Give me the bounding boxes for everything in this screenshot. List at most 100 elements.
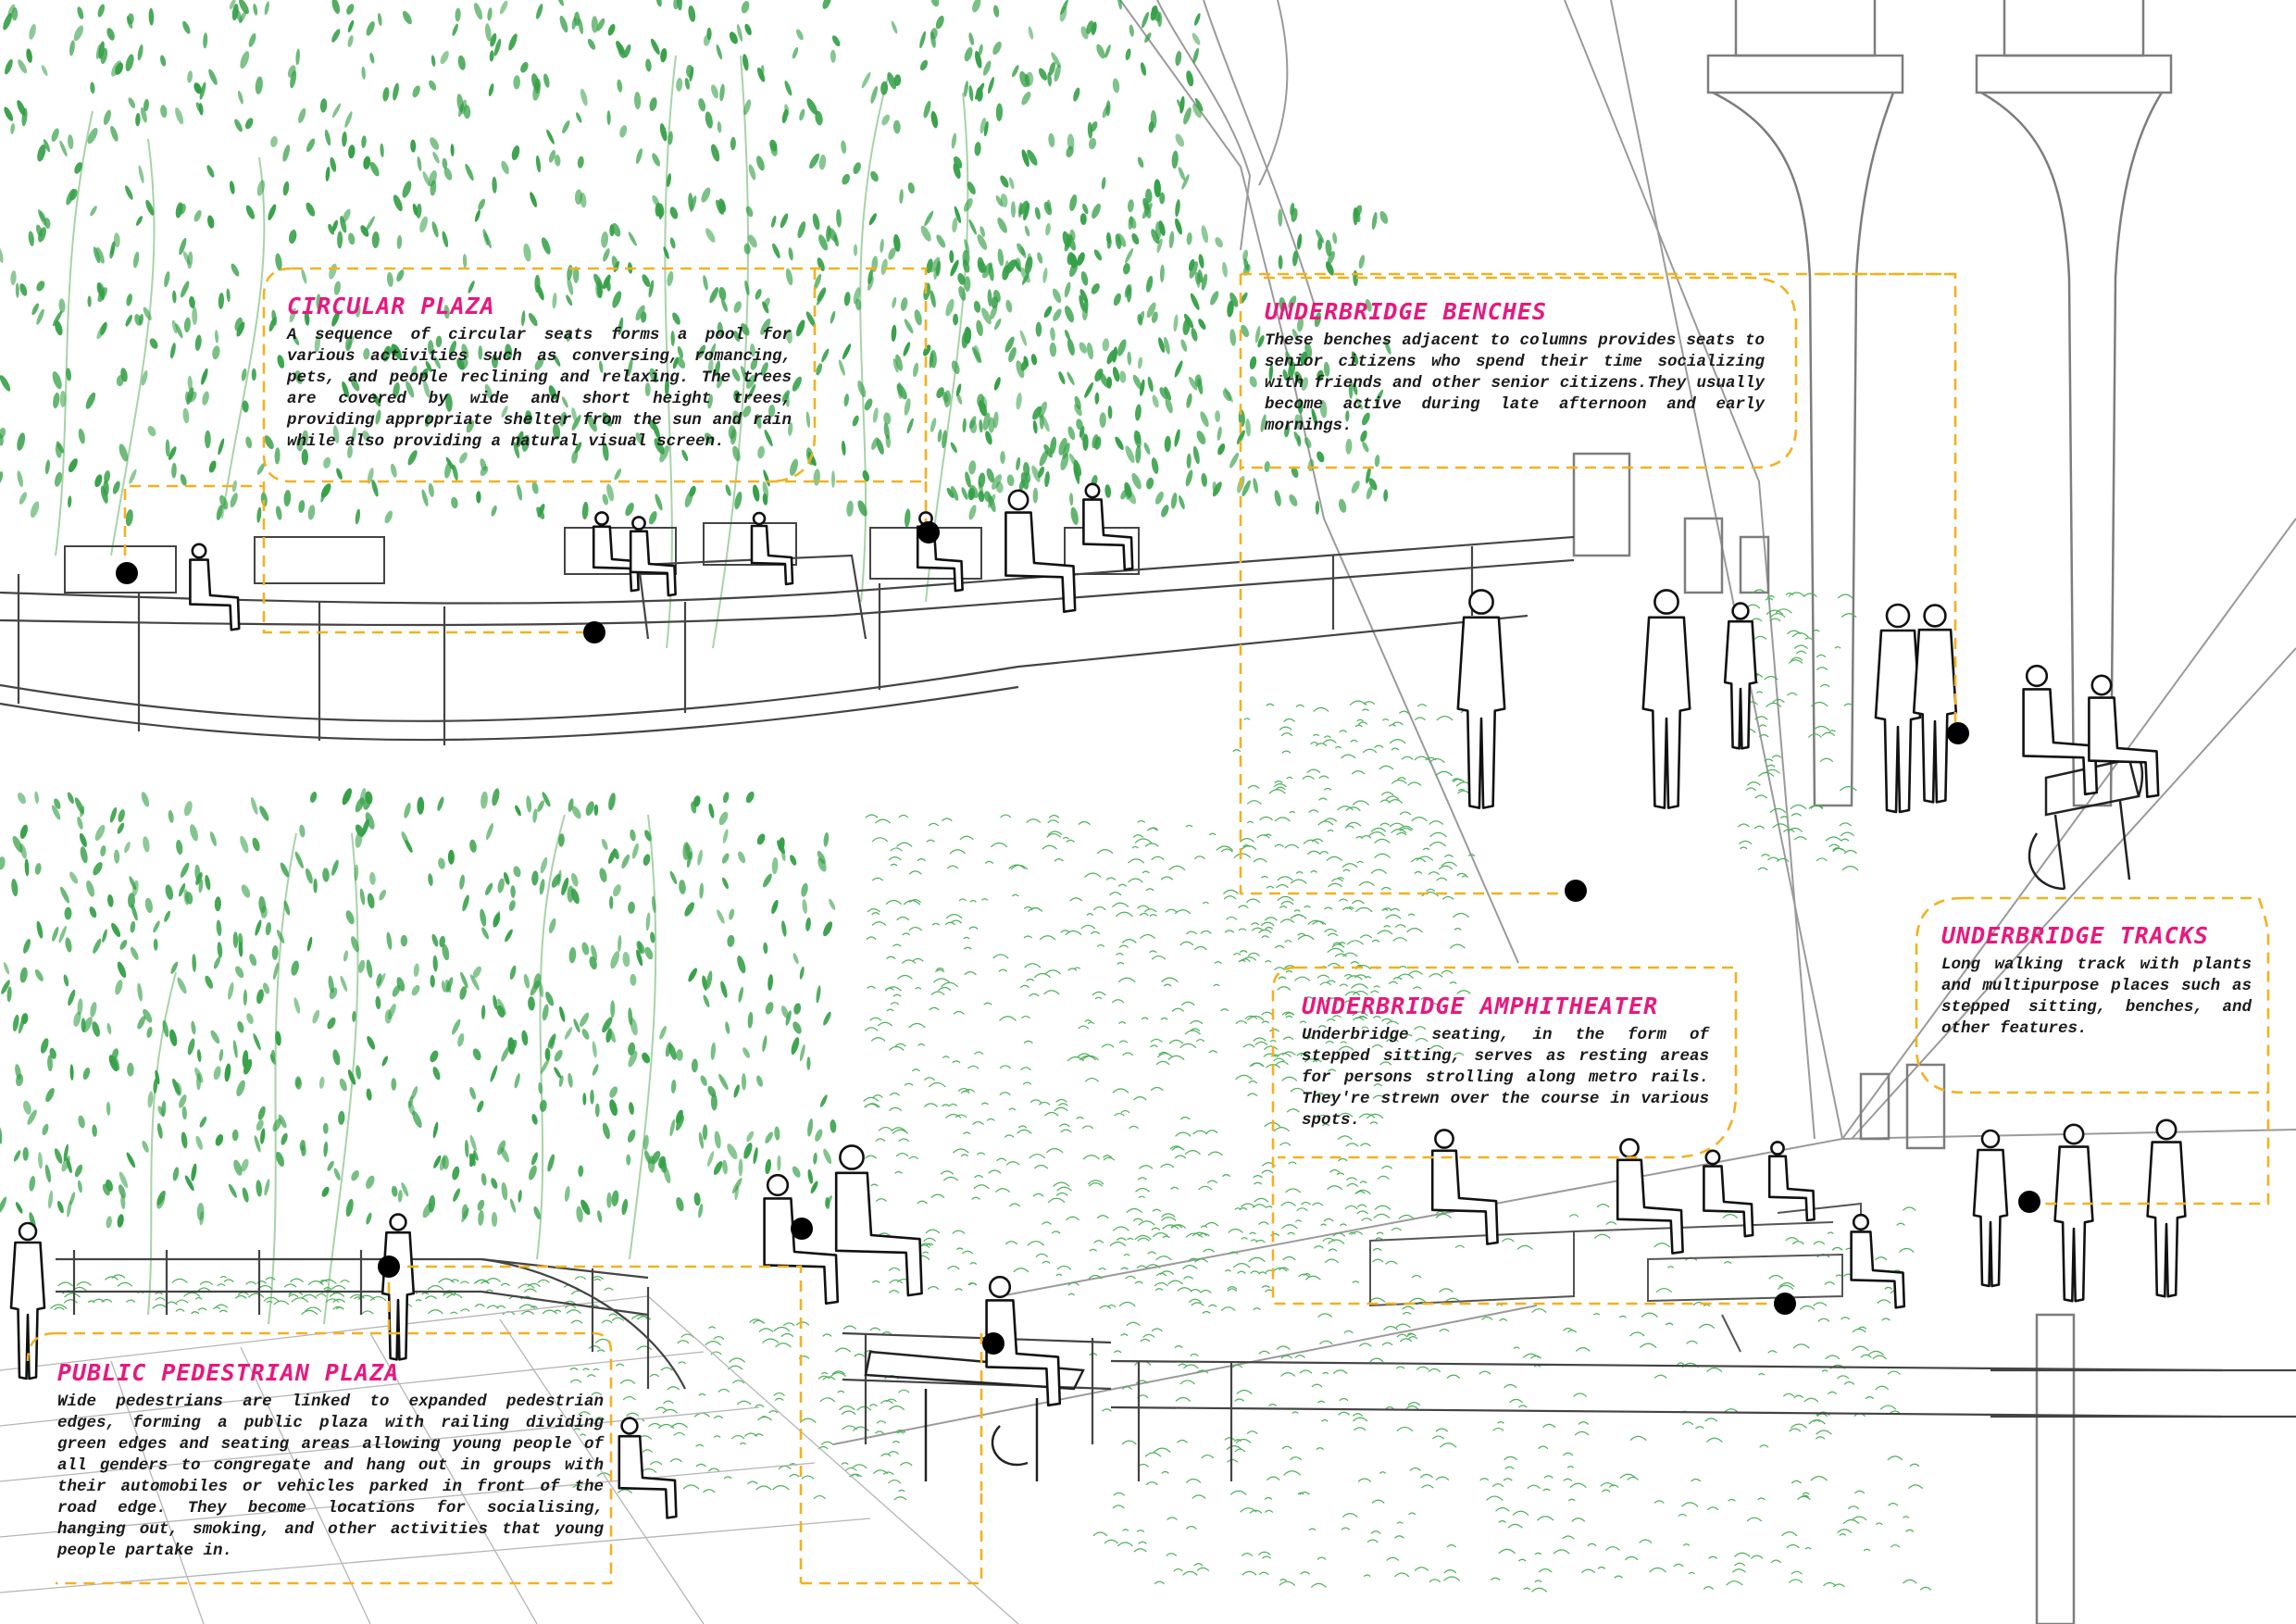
leaf-mark: [655, 0, 662, 7]
leaf-mark: [561, 396, 568, 408]
leaf-mark: [100, 485, 108, 504]
leaf-mark: [963, 198, 973, 212]
leaf-mark: [344, 111, 353, 128]
leaf-mark: [452, 464, 458, 481]
leaf-mark: [3, 12, 13, 31]
leaf-mark: [451, 496, 458, 509]
leaf-mark: [189, 391, 197, 403]
leaf-mark: [1091, 283, 1100, 294]
leaf-mark: [645, 58, 652, 72]
leaf-mark: [206, 165, 215, 178]
leaf-mark: [771, 215, 777, 228]
leaf-mark: [710, 144, 720, 162]
leaf-mark: [511, 145, 520, 161]
leaf-mark: [348, 144, 356, 159]
leaf-mark: [885, 434, 892, 448]
leaf-mark: [274, 447, 281, 465]
leaf-mark: [728, 425, 736, 440]
leaf-mark: [975, 82, 985, 100]
leaf-mark: [1080, 270, 1089, 286]
leaf-mark: [781, 108, 789, 124]
leaf-mark: [187, 375, 193, 391]
marker-dots: [116, 521, 2040, 1355]
leaf-mark: [606, 483, 615, 502]
leaf-mark: [644, 382, 651, 397]
leaf-mark: [424, 414, 431, 428]
leaf-mark: [35, 224, 43, 237]
leaf-mark: [707, 394, 713, 409]
leaf-mark: [659, 123, 668, 142]
leaf-mark: [1030, 354, 1038, 366]
leaf-mark: [814, 273, 822, 291]
leaf-mark: [402, 10, 412, 25]
callout-body: Wide pedestrians are linked to expanded …: [57, 1393, 604, 1560]
leaf-mark: [298, 107, 306, 124]
callout-underbridge-tracks: UNDERBRIDGE TRACKS Long walking track wi…: [1941, 922, 2252, 1040]
leaf-mark: [66, 368, 71, 381]
leaf-mark: [113, 232, 120, 248]
leaf-mark: [716, 44, 722, 60]
leaf-mark: [1159, 192, 1166, 205]
leaf-mark: [818, 154, 827, 170]
leaf-mark: [28, 231, 34, 246]
leaf-mark: [836, 208, 842, 228]
leaf-mark: [420, 368, 429, 379]
leaf-mark: [145, 199, 155, 216]
leaf-mark: [587, 38, 596, 50]
leaf-mark: [853, 287, 861, 305]
leaf-mark: [193, 209, 202, 222]
leaf-mark: [444, 462, 452, 479]
leaf-mark: [602, 412, 613, 427]
leaf-mark: [968, 460, 977, 475]
leaf-mark: [270, 136, 278, 147]
leaf-mark: [410, 139, 417, 153]
leaf-mark: [331, 219, 338, 232]
leaf-mark: [94, 474, 103, 488]
leaf-mark: [478, 198, 486, 210]
leaf-mark: [852, 415, 859, 427]
leaf-mark: [541, 237, 551, 255]
leaf-mark: [536, 4, 543, 19]
leaf-mark: [165, 439, 170, 457]
leaf-mark: [1060, 0, 1068, 15]
leaf-mark: [411, 365, 418, 377]
leaf-mark: [880, 258, 888, 275]
leaf-mark: [323, 456, 331, 468]
leaf-mark: [43, 139, 51, 153]
leaf-mark: [459, 452, 468, 464]
leaf-mark: [974, 50, 982, 69]
leaf-mark: [649, 97, 657, 111]
leaf-mark: [977, 234, 988, 250]
leaf-mark: [365, 216, 375, 232]
leaf-mark: [537, 504, 545, 518]
leaf-mark: [1142, 11, 1149, 29]
bridge-linework: [832, 0, 2296, 1445]
leaf-mark: [307, 505, 316, 520]
leaf-mark: [580, 192, 587, 208]
leaf-mark: [528, 313, 538, 327]
leaf-mark: [891, 20, 898, 34]
leaf-mark: [985, 431, 992, 445]
leaf-mark: [205, 430, 211, 449]
leaf-mark: [59, 140, 68, 157]
marker-dot: [378, 1255, 400, 1278]
leaf-mark: [55, 320, 63, 336]
leaf-mark: [734, 491, 742, 510]
leaf-mark: [428, 482, 434, 497]
leaf-mark: [242, 400, 249, 413]
leaf-mark: [892, 119, 901, 134]
leaf-mark: [1132, 374, 1142, 390]
leaf-mark: [429, 80, 437, 91]
leaf-mark: [633, 92, 642, 110]
leaf-mark: [676, 78, 683, 92]
leaf-mark: [443, 167, 453, 181]
leaf-mark: [553, 423, 561, 440]
leaf-mark: [433, 356, 441, 369]
leaf-mark: [688, 5, 696, 22]
leaf-mark: [635, 432, 643, 444]
leaf-mark: [491, 505, 497, 517]
leaf-mark: [708, 343, 717, 360]
leaf-mark: [331, 311, 340, 327]
leaf-mark: [580, 88, 588, 106]
leaf-mark: [465, 163, 474, 181]
